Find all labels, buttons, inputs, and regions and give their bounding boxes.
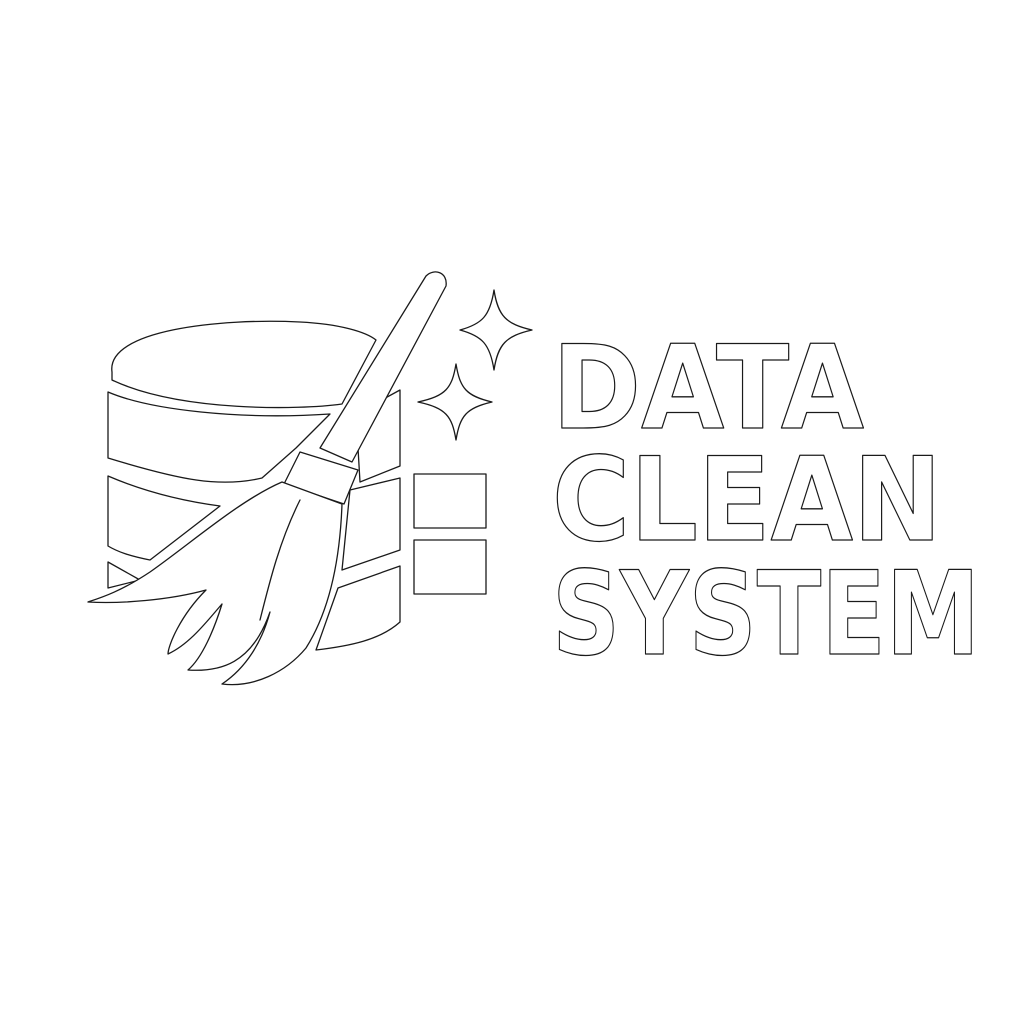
wordmark: DATA CLEAN SYSTEM (551, 320, 980, 682)
broom-icon (87, 271, 447, 686)
broom-ferrule (283, 451, 359, 505)
broom-handle (319, 271, 447, 463)
database-band-2-right (341, 477, 401, 571)
wordmark-line-1: DATA (552, 321, 864, 456)
data-block-top (413, 473, 487, 529)
database-band-3 (107, 561, 141, 589)
database-band-3-right (315, 565, 401, 651)
data-blocks-icon (413, 473, 487, 595)
data-block-bottom (413, 539, 487, 595)
database-top (111, 320, 377, 409)
broom-bristles (87, 481, 343, 686)
wordmark-line-3: SYSTEM (552, 547, 980, 682)
database-icon (107, 320, 401, 651)
wordmark-line-2: CLEAN (552, 433, 942, 568)
database-band-2 (107, 475, 221, 561)
database-broom-icon (87, 271, 533, 686)
database-band-1 (107, 391, 331, 483)
sparkle-small (417, 363, 493, 441)
sparkle-icon (417, 289, 533, 441)
broom-bristle-line (259, 499, 301, 621)
sparkle-large (459, 289, 533, 371)
